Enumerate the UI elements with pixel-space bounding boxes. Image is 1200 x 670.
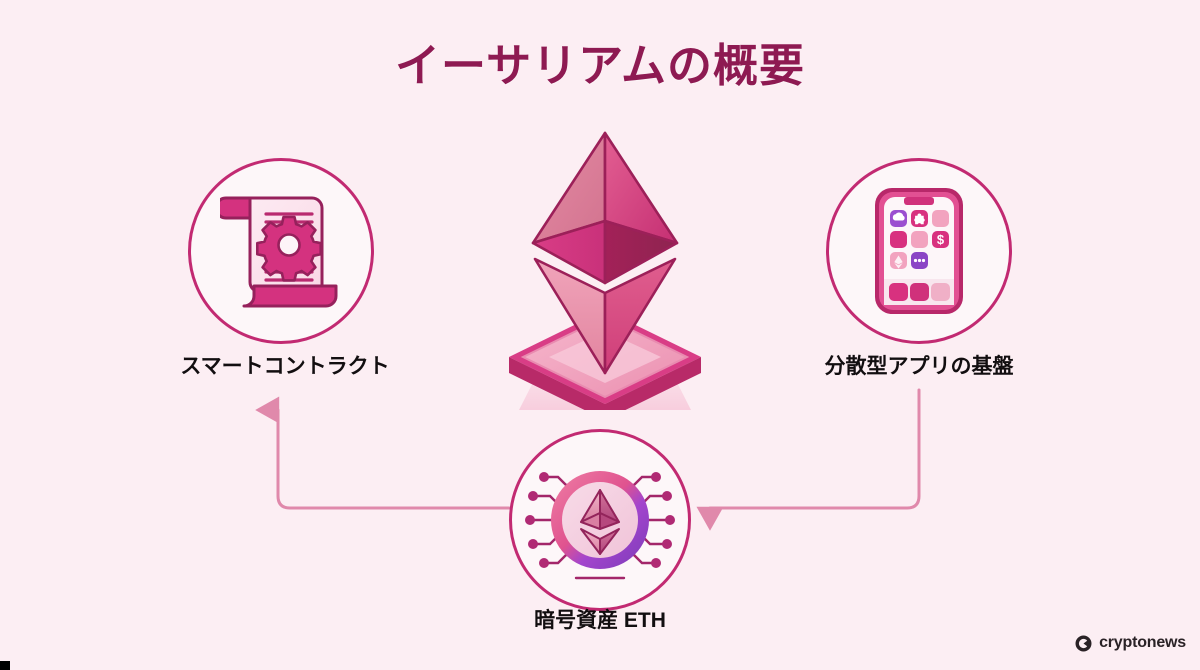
dapp-platform-label: 分散型アプリの基盤 xyxy=(824,355,1014,378)
dock-tile-2 xyxy=(910,283,929,301)
app-tile-dollar xyxy=(932,231,949,248)
dapp-platform-circle[interactable]: $ xyxy=(826,158,1012,344)
corner-marker xyxy=(0,661,10,670)
app-tile-blank-1 xyxy=(932,210,949,227)
eth-diamond-top xyxy=(531,131,679,285)
cryptonews-logo: cryptonews xyxy=(1075,634,1186,652)
ethereum-center-logo xyxy=(509,131,701,410)
contract-scroll-gear-icon xyxy=(220,196,338,308)
gear-icon xyxy=(256,215,322,282)
smart-contract-label: スマートコントラクト xyxy=(180,355,390,378)
dock-tile-3 xyxy=(931,283,950,301)
eth-asset-label: 暗号資産 ETH xyxy=(534,609,666,632)
app-tile-blank-2 xyxy=(890,231,907,248)
connector-eth-to-contract xyxy=(255,396,511,510)
svg-text:$: $ xyxy=(937,232,945,247)
eth-glyph xyxy=(580,489,620,555)
smart-contract-circle[interactable] xyxy=(188,158,374,344)
smartphone-apps-icon: $ xyxy=(875,188,963,314)
eth-diamond-bottom xyxy=(533,257,677,375)
app-tile-blank-3 xyxy=(911,231,928,248)
connector-dapp-to-eth xyxy=(696,388,921,531)
ethereum-coin-circuit-icon xyxy=(525,471,675,580)
eth-asset-circle[interactable] xyxy=(509,429,691,611)
page-title: イーサリアムの概要 xyxy=(395,40,805,91)
dock-tile-1 xyxy=(889,283,908,301)
cryptonews-mark-icon xyxy=(1075,635,1092,651)
circuit-nodes xyxy=(525,472,675,568)
cryptonews-wordmark: cryptonews xyxy=(1099,634,1186,651)
